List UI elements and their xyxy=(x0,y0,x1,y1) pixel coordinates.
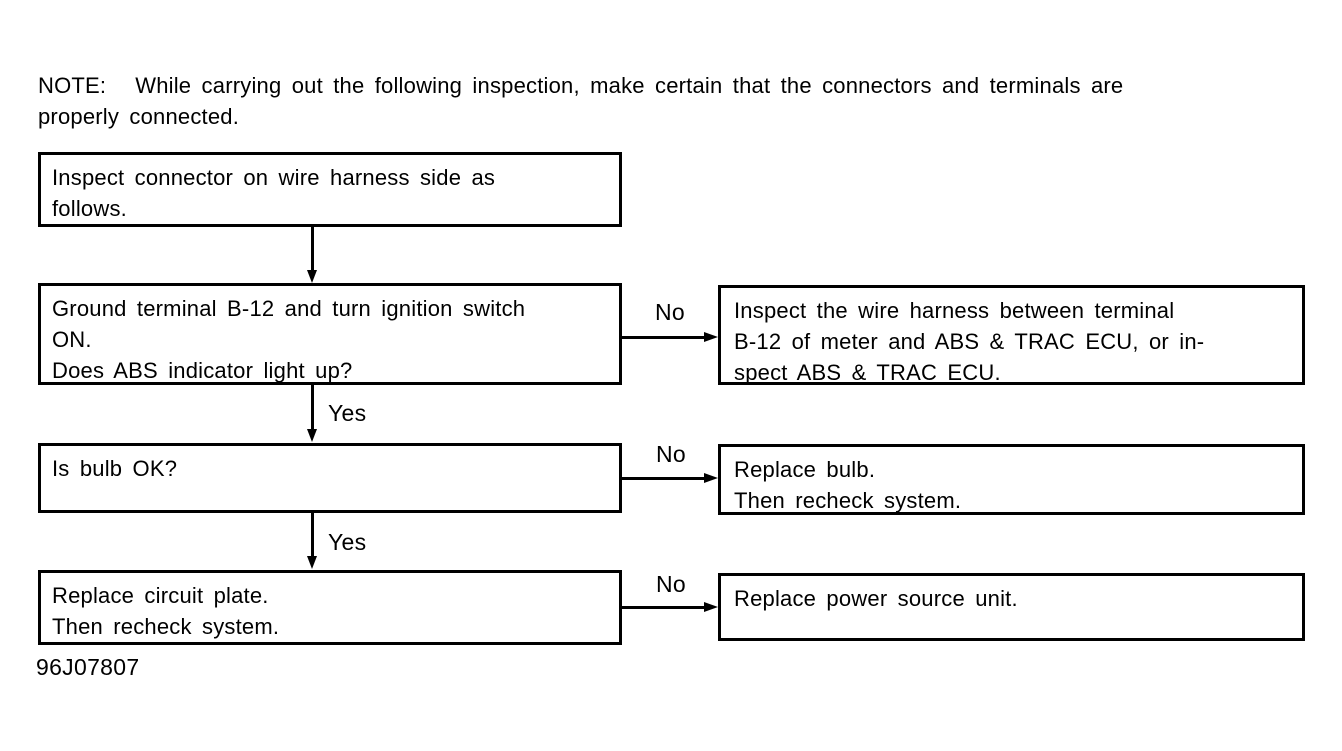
connector-line-step3-step4 xyxy=(311,513,314,556)
flowchart-node-ground-terminal: Ground terminal B-12 and turn ignition s… xyxy=(38,283,622,385)
flowchart-node-inspect-wire-harness: Inspect the wire harness between termina… xyxy=(718,285,1305,385)
note-text-line-1: While carrying out the following inspect… xyxy=(135,73,1124,98)
connector-line-step1-step2 xyxy=(311,227,314,271)
node-text-line: Then recheck system. xyxy=(52,614,280,639)
note-text-line-2: properly connected. xyxy=(38,104,240,129)
note-label: NOTE: xyxy=(38,73,107,98)
node-text-line: Inspect connector on wire harness side a… xyxy=(52,165,496,190)
flowchart-node-replace-circuit-plate: Replace circuit plate. Then recheck syst… xyxy=(38,570,622,645)
arrow-down-icon xyxy=(307,270,317,283)
node-text-line: Replace bulb. xyxy=(734,457,876,482)
node-text-line: Replace power source unit. xyxy=(734,586,1018,611)
node-text-line: Ground terminal B-12 and turn ignition s… xyxy=(52,296,526,321)
flowchart-node-replace-bulb: Replace bulb. Then recheck system. xyxy=(718,444,1305,515)
edge-label-no-1: No xyxy=(655,299,686,325)
arrow-right-icon xyxy=(704,602,718,612)
node-text-line: Inspect the wire harness between termina… xyxy=(734,298,1175,323)
edge-label-yes-1: Yes xyxy=(328,400,367,426)
node-text-line: B-12 of meter and ABS & TRAC ECU, or in- xyxy=(734,329,1205,354)
connector-line-step3-result2 xyxy=(622,477,705,480)
edge-label-no-3: No xyxy=(656,571,687,597)
connector-line-step4-result3 xyxy=(622,606,705,609)
edge-label-no-2: No xyxy=(656,441,687,467)
node-text-line: Then recheck system. xyxy=(734,488,962,513)
flowchart-node-is-bulb-ok: Is bulb OK? xyxy=(38,443,622,513)
flowchart-node-inspect-connector: Inspect connector on wire harness side a… xyxy=(38,152,622,227)
note: NOTE: While carrying out the following in… xyxy=(38,70,1318,132)
arrow-right-icon xyxy=(704,473,718,483)
connector-line-step2-step3 xyxy=(311,385,314,429)
figure-code: 96J07807 xyxy=(36,654,140,680)
node-text-line: Is bulb OK? xyxy=(52,456,178,481)
node-text-line: follows. xyxy=(52,196,127,221)
node-text-line: spect ABS & TRAC ECU. xyxy=(734,360,1001,385)
flowchart-node-replace-power-source-unit: Replace power source unit. xyxy=(718,573,1305,641)
node-text-line: Does ABS indicator light up? xyxy=(52,358,353,383)
connector-line-step2-result1 xyxy=(622,336,705,339)
arrow-down-icon xyxy=(307,429,317,442)
node-text-line: ON. xyxy=(52,327,92,352)
arrow-down-icon xyxy=(307,556,317,569)
node-text-line: Replace circuit plate. xyxy=(52,583,269,608)
edge-label-yes-2: Yes xyxy=(328,529,367,555)
arrow-right-icon xyxy=(704,332,718,342)
